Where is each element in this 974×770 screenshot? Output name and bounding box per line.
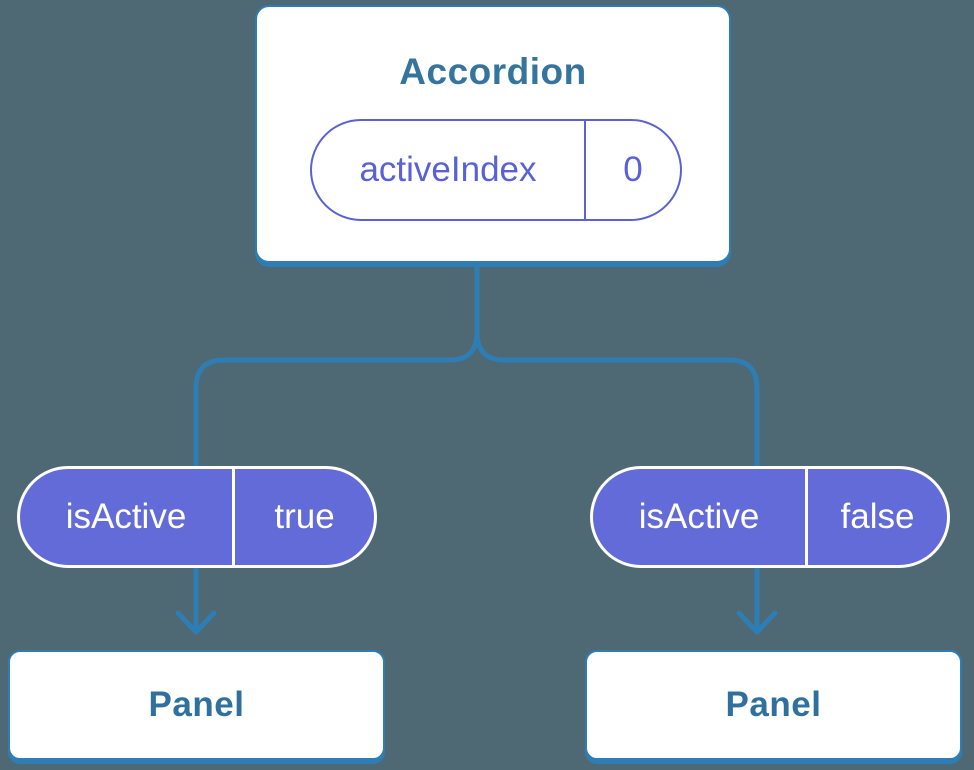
branch-line-left bbox=[193, 261, 480, 469]
prop-pill-right: isActive false bbox=[590, 466, 950, 568]
prop-value: true bbox=[274, 497, 335, 536]
prop-pill-left: isActive true bbox=[17, 466, 377, 568]
state-pill: activeIndex 0 bbox=[310, 119, 682, 221]
branch-line-right bbox=[474, 329, 760, 469]
prop-name: isActive bbox=[20, 469, 235, 565]
state-name: activeIndex bbox=[312, 121, 586, 219]
arrow-to-left-panel bbox=[175, 565, 217, 635]
panel-box-right: Panel bbox=[585, 650, 962, 760]
panel-label: Panel bbox=[725, 685, 822, 724]
panel-box-left: Panel bbox=[8, 650, 385, 760]
panel-label: Panel bbox=[148, 685, 245, 724]
arrow-to-right-panel bbox=[736, 565, 778, 635]
prop-name: isActive bbox=[593, 469, 808, 565]
accordion-component-box: Accordion activeIndex 0 bbox=[255, 5, 731, 263]
prop-value: false bbox=[840, 497, 915, 536]
state-value: 0 bbox=[623, 150, 643, 189]
component-title: Accordion bbox=[399, 51, 587, 92]
